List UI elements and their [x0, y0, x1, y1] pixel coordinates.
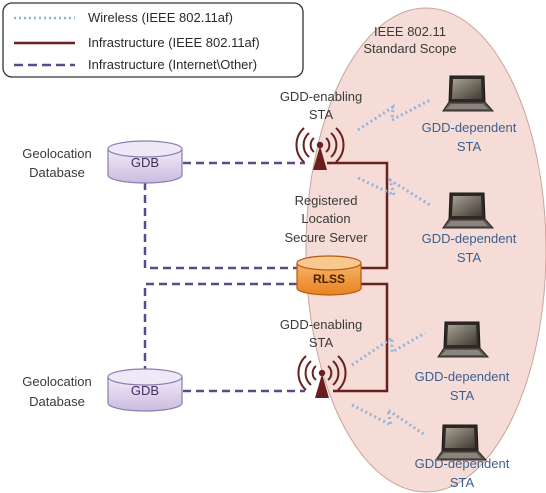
- legend-box: [2, 2, 304, 78]
- enabling-sta-2-line1: GDD-enabling: [279, 317, 363, 332]
- wireless-link-3: [351, 331, 426, 367]
- dependent-sta-1-line1: GDD-dependent: [421, 120, 517, 135]
- legend-infra-80211-label: Infrastructure (IEEE 802.11af): [88, 35, 260, 50]
- dependent-sta-4-line1: GDD-dependent: [414, 456, 510, 471]
- legend-wireless-label: Wireless (IEEE 802.11af): [88, 10, 233, 25]
- database-label-2-line2: Database: [29, 394, 85, 409]
- wireless-link-4: [351, 403, 426, 437]
- link-gdb2-to-rlss: [143, 282, 297, 371]
- dependent-sta-2-line2: STA: [456, 250, 482, 265]
- scope-title-line2: Standard Scope: [363, 41, 457, 56]
- enabling-sta-2-line2: STA: [308, 335, 334, 350]
- dependent-sta-4-line2: STA: [449, 475, 475, 490]
- enabling-sta-1-line1: GDD-enabling: [279, 89, 363, 104]
- link-enabling1-to-rlss: [327, 161, 389, 270]
- rlss-label: RLSS: [312, 272, 345, 286]
- standard-scope-region: [305, 7, 546, 493]
- wireless-link-1: [357, 98, 431, 132]
- legend-infra-internet-label: Infrastructure (Internet\Other): [88, 57, 258, 72]
- rlss-caption-line2: Location: [301, 211, 351, 226]
- rlss-caption-line3: Secure Server: [284, 230, 368, 245]
- link-enabling2-to-rlss: [333, 282, 389, 393]
- gdb-label-2: GDB: [130, 383, 160, 398]
- rlss-cylinder: [296, 255, 362, 296]
- database-label-1-line1: Geolocation: [22, 146, 92, 161]
- rlss-caption-line1: Registered: [294, 193, 358, 208]
- gdb-cylinder-2: [107, 368, 183, 412]
- scope-title-line1: IEEE 802.11: [373, 24, 447, 39]
- link-gdb1-to-rlss: [143, 182, 297, 270]
- database-label-2-line1: Geolocation: [22, 374, 92, 389]
- dependent-sta-1-line2: STA: [456, 139, 482, 154]
- enabling-sta-1-line2: STA: [308, 107, 334, 122]
- gdb-cylinder-1: [107, 140, 183, 184]
- dependent-sta-3-line2: STA: [449, 388, 475, 403]
- database-label-1-line2: Database: [29, 165, 85, 180]
- dependent-sta-2-line1: GDD-dependent: [421, 231, 517, 246]
- gdb-label-1: GDB: [130, 155, 160, 170]
- dependent-sta-3-line1: GDD-dependent: [414, 369, 510, 384]
